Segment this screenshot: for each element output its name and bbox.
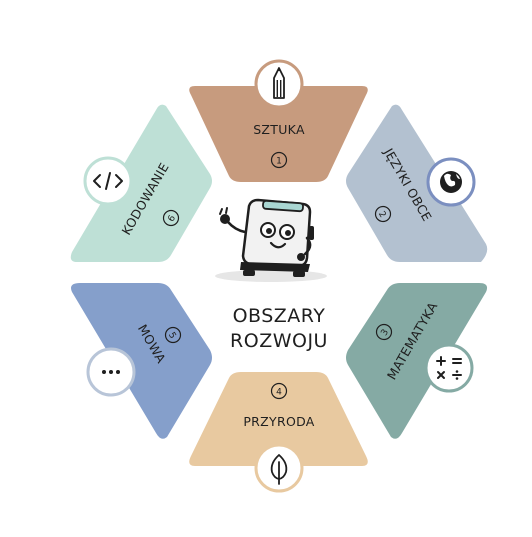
segment-mowa-number-circle [164,326,182,344]
segment-matematyka[interactable]: MATEMATYKA 3 [346,283,488,439]
segment-przyroda[interactable]: 4 PRZYRODA [189,372,368,493]
toaster-robot-icon [215,198,327,282]
segment-sztuka-shape [189,86,368,182]
segment-sztuka-number: 1 [276,157,282,167]
segment-mowa-number: 5 [166,331,178,341]
segment-kodowanie-number-circle [162,209,180,227]
segment-mowa[interactable]: MOWA 5 [71,283,212,439]
segment-jezyki-obce-number-circle [374,205,392,223]
code-icon[interactable] [83,156,133,206]
center-title-line2: ROZWOJU [230,330,328,352]
segment-matematyka-number-circle [375,323,393,341]
segment-sztuka-label: SZTUKA [253,122,305,137]
segment-matematyka-number: 3 [380,328,392,338]
segment-jezyki-obce-shape [346,104,488,263]
segment-jezyki-obce-number: 2 [376,210,388,220]
segment-sztuka[interactable]: SZTUKA 1 [189,59,368,182]
segment-przyroda-shape [189,372,368,466]
segment-przyroda-number-circle [270,382,288,400]
segment-matematyka-shape [346,283,488,439]
segment-mowa-shape [71,283,212,439]
pencil-icon[interactable] [254,59,304,109]
center-title-line1: OBSZARY [233,305,326,327]
segment-przyroda-label: PRZYRODA [243,414,314,429]
segment-kodowanie-number: 6 [167,214,179,224]
math-operators-icon[interactable] [424,343,474,393]
segment-kodowanie[interactable]: KODOWANIE 6 [70,104,213,263]
leaf-icon[interactable] [254,443,304,493]
ellipsis-icon[interactable] [86,347,136,397]
segment-przyroda-number: 4 [276,388,282,398]
segment-jezyki-obce[interactable]: JĘZYKI OBCE 2 [346,104,488,263]
globe-icon[interactable] [426,157,476,207]
segment-sztuka-number-circle [270,151,288,169]
